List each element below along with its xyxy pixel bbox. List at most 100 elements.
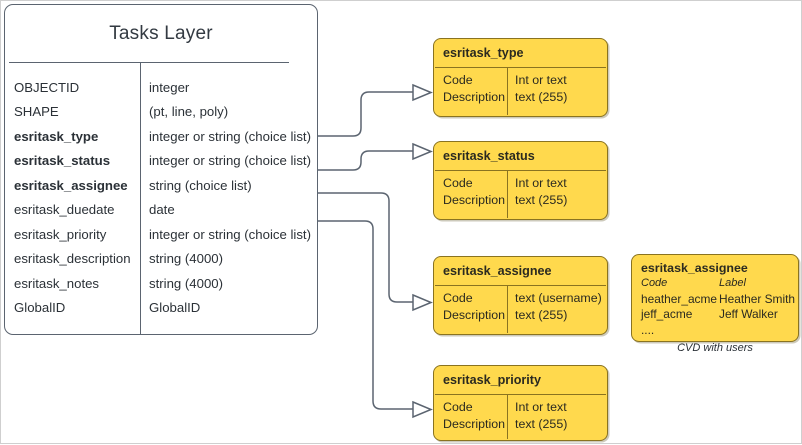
domain-title: esritask_status xyxy=(443,149,535,163)
domain-right-line: text (255) xyxy=(515,417,568,431)
field-type: integer or string (choice list) xyxy=(149,226,311,242)
table-row[interactable]: esritask_assignee string (choice list) xyxy=(5,173,317,198)
domain-body: Code Description Int or text text (255) xyxy=(434,72,607,106)
domain-body: Code Description Int or text text (255) xyxy=(434,399,607,433)
domain-right-line: text (255) xyxy=(515,90,568,104)
field-type: integer xyxy=(149,79,190,95)
domain-header-divider xyxy=(435,170,606,171)
domain-right-line: text (255) xyxy=(515,308,568,322)
domain-box-esritask-status[interactable]: esritask_status Code Description Int or … xyxy=(433,141,608,220)
field-name: esritask_priority xyxy=(14,226,107,242)
domain-left-line: Description xyxy=(443,308,505,322)
cvd-header-code: Code xyxy=(641,277,668,289)
domain-header-divider xyxy=(435,67,606,68)
domain-right-line: Int or text xyxy=(515,176,567,190)
domain-right-column: Int or text text (255) xyxy=(507,399,567,433)
domain-right-line: Int or text xyxy=(515,400,567,414)
cvd-row: heather_acme Heather Smith xyxy=(641,292,798,308)
field-type: integer or string (choice list) xyxy=(149,153,311,169)
field-type: (pt, line, poly) xyxy=(149,104,229,120)
field-type: string (4000) xyxy=(149,251,224,267)
field-name: esritask_notes xyxy=(14,275,100,291)
domain-left-line: Description xyxy=(443,417,505,431)
table-row[interactable]: esritask_description string (4000) xyxy=(5,247,317,272)
domain-title: esritask_priority xyxy=(443,373,542,387)
arrowhead-esritask-type xyxy=(412,83,433,102)
domain-left-line: Description xyxy=(443,193,505,207)
domain-title: esritask_type xyxy=(443,46,524,60)
domain-title: esritask_assignee xyxy=(443,264,552,278)
domain-column-divider xyxy=(507,395,508,439)
connector-esritask-assignee xyxy=(318,192,413,303)
domain-box-esritask-priority[interactable]: esritask_priority Code Description Int o… xyxy=(433,365,608,441)
entity-field-list: OBJECTID integer SHAPE (pt, line, poly) … xyxy=(5,75,317,320)
field-name: esritask_duedate xyxy=(14,202,115,218)
cvd-caption: CVD with users xyxy=(677,342,753,354)
domain-body: Code Description text (username) text (2… xyxy=(434,290,607,324)
domain-box-esritask-type[interactable]: esritask_type Code Description Int or te… xyxy=(433,38,608,117)
arrowhead-esritask-priority xyxy=(412,400,433,419)
domain-left-line: Description xyxy=(443,90,505,104)
field-type: GlobalID xyxy=(149,300,201,316)
domain-left-column: Code Description xyxy=(434,399,507,433)
field-name: esritask_assignee xyxy=(14,177,128,193)
table-row[interactable]: esritask_notes string (4000) xyxy=(5,271,317,296)
field-name: esritask_status xyxy=(14,153,111,169)
entity-title: Tasks Layer xyxy=(109,22,213,44)
field-name: SHAPE xyxy=(14,104,59,120)
domain-right-line: Int or text xyxy=(515,73,567,87)
domain-box-esritask-assignee[interactable]: esritask_assignee Code Description text … xyxy=(433,256,608,335)
domain-left-line: Code xyxy=(443,176,473,190)
cvd-label: Jeff Walker xyxy=(719,307,778,321)
arrowhead-esritask-status xyxy=(412,142,433,161)
field-type: string (4000) xyxy=(149,275,224,291)
domain-header-divider xyxy=(435,394,606,395)
arrowhead-esritask-assignee xyxy=(412,293,433,312)
domain-right-line: text (255) xyxy=(515,193,568,207)
table-row[interactable]: OBJECTID integer xyxy=(5,75,317,100)
domain-column-divider xyxy=(507,68,508,115)
entity-column-divider xyxy=(140,63,141,335)
domain-body: Code Description Int or text text (255) xyxy=(434,175,607,209)
field-name: esritask_type xyxy=(14,128,99,144)
domain-right-line: text (username) xyxy=(515,291,602,305)
domain-column-divider xyxy=(507,286,508,333)
domain-left-line: Code xyxy=(443,291,473,305)
field-name: esritask_description xyxy=(14,251,131,267)
table-row[interactable]: esritask_type integer or string (choice … xyxy=(5,124,317,149)
cvd-header-row: Code Label xyxy=(641,276,798,292)
cvd-code: .... xyxy=(641,322,655,337)
entity-tasks-layer[interactable]: Tasks Layer OBJECTID integer SHAPE (pt, … xyxy=(4,4,318,335)
domain-left-column: Code Description xyxy=(434,72,507,106)
connector-esritask-status xyxy=(318,150,413,171)
domain-left-line: Code xyxy=(443,73,473,87)
domain-left-column: Code Description xyxy=(434,175,507,209)
cvd-sample-box[interactable]: esritask_assignee Code Label heather_acm… xyxy=(631,254,799,342)
domain-right-column: Int or text text (255) xyxy=(507,72,567,106)
field-type: date xyxy=(149,202,175,218)
domain-left-column: Code Description xyxy=(434,290,507,324)
field-name: OBJECTID xyxy=(14,79,80,95)
domain-right-column: Int or text text (255) xyxy=(507,175,567,209)
domain-header-divider xyxy=(435,285,606,286)
cvd-code: heather_acme xyxy=(641,291,718,306)
field-type: string (choice list) xyxy=(149,177,252,193)
domain-left-line: Code xyxy=(443,400,473,414)
table-row[interactable]: esritask_priority integer or string (cho… xyxy=(5,222,317,247)
cvd-label: Heather Smith xyxy=(719,291,796,306)
cvd-code: jeff_acme xyxy=(641,307,693,321)
connector-esritask-type xyxy=(318,91,413,137)
cvd-title: esritask_assignee xyxy=(641,261,748,275)
table-row[interactable]: SHAPE (pt, line, poly) xyxy=(5,100,317,125)
cvd-row: jeff_acme Jeff Walker xyxy=(641,307,798,323)
connector-esritask-priority xyxy=(318,220,413,410)
domain-column-divider xyxy=(507,171,508,218)
table-row[interactable]: esritask_status integer or string (choic… xyxy=(5,149,317,174)
field-type: integer or string (choice list) xyxy=(149,128,311,144)
field-name: GlobalID xyxy=(14,300,66,316)
table-row[interactable]: GlobalID GlobalID xyxy=(5,296,317,321)
domain-right-column: text (username) text (255) xyxy=(507,290,602,324)
cvd-row: .... xyxy=(641,323,798,339)
table-row[interactable]: esritask_duedate date xyxy=(5,198,317,223)
